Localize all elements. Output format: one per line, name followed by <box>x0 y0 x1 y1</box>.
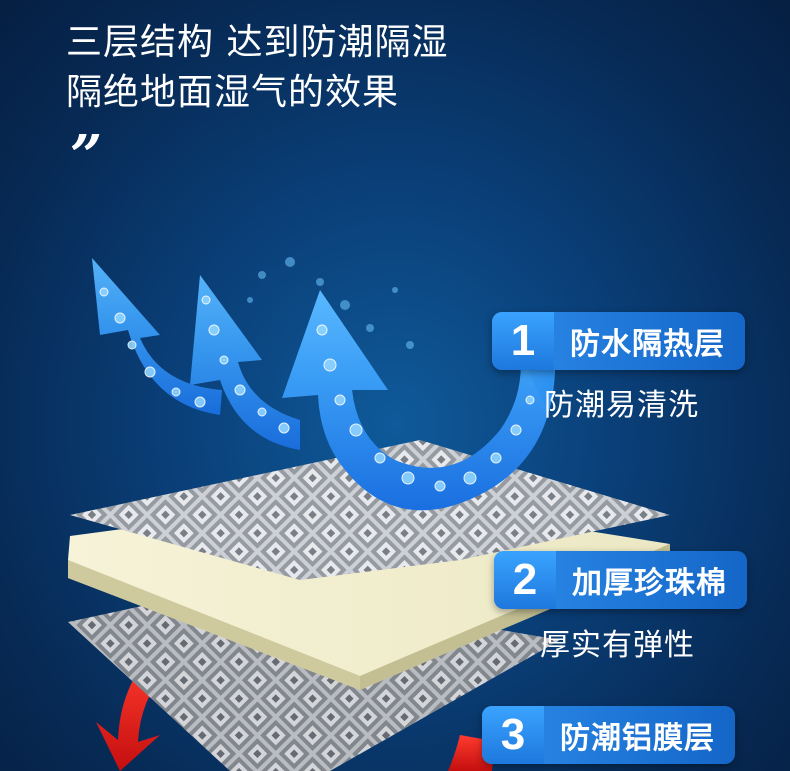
layer-3-name: 防潮铝膜层 <box>560 721 715 756</box>
layer-1-tag: 1 防水隔热层 <box>492 312 745 370</box>
bubble-trail <box>247 257 414 349</box>
layer-2-number: 2 <box>494 551 556 609</box>
headline-line-2: 隔绝地面湿气的效果 <box>66 72 400 113</box>
layer-2-tag: 2 加厚珍珠棉 <box>494 551 747 609</box>
layer-1-description: 防潮易清洗 <box>544 388 699 423</box>
quote-mark: ” <box>70 123 103 189</box>
layer-3-number: 3 <box>482 706 544 764</box>
red-arrow-right <box>448 735 493 771</box>
headline: 三层结构 达到防潮隔湿 隔绝地面湿气的效果 <box>66 18 448 118</box>
arrow-bubbles <box>99 287 535 492</box>
layer-2-name: 加厚珍珠棉 <box>572 566 727 601</box>
blue-arrow-middle <box>190 275 300 450</box>
layer-2-description: 厚实有弹性 <box>540 628 695 663</box>
blue-arrow-left <box>92 258 222 415</box>
layer-3-tag: 3 防潮铝膜层 <box>482 706 735 764</box>
foil-layer-top <box>70 440 670 580</box>
layer-1-name: 防水隔热层 <box>570 327 725 362</box>
layer-1-number: 1 <box>492 312 554 370</box>
headline-line-1: 三层结构 达到防潮隔湿 <box>66 22 449 63</box>
